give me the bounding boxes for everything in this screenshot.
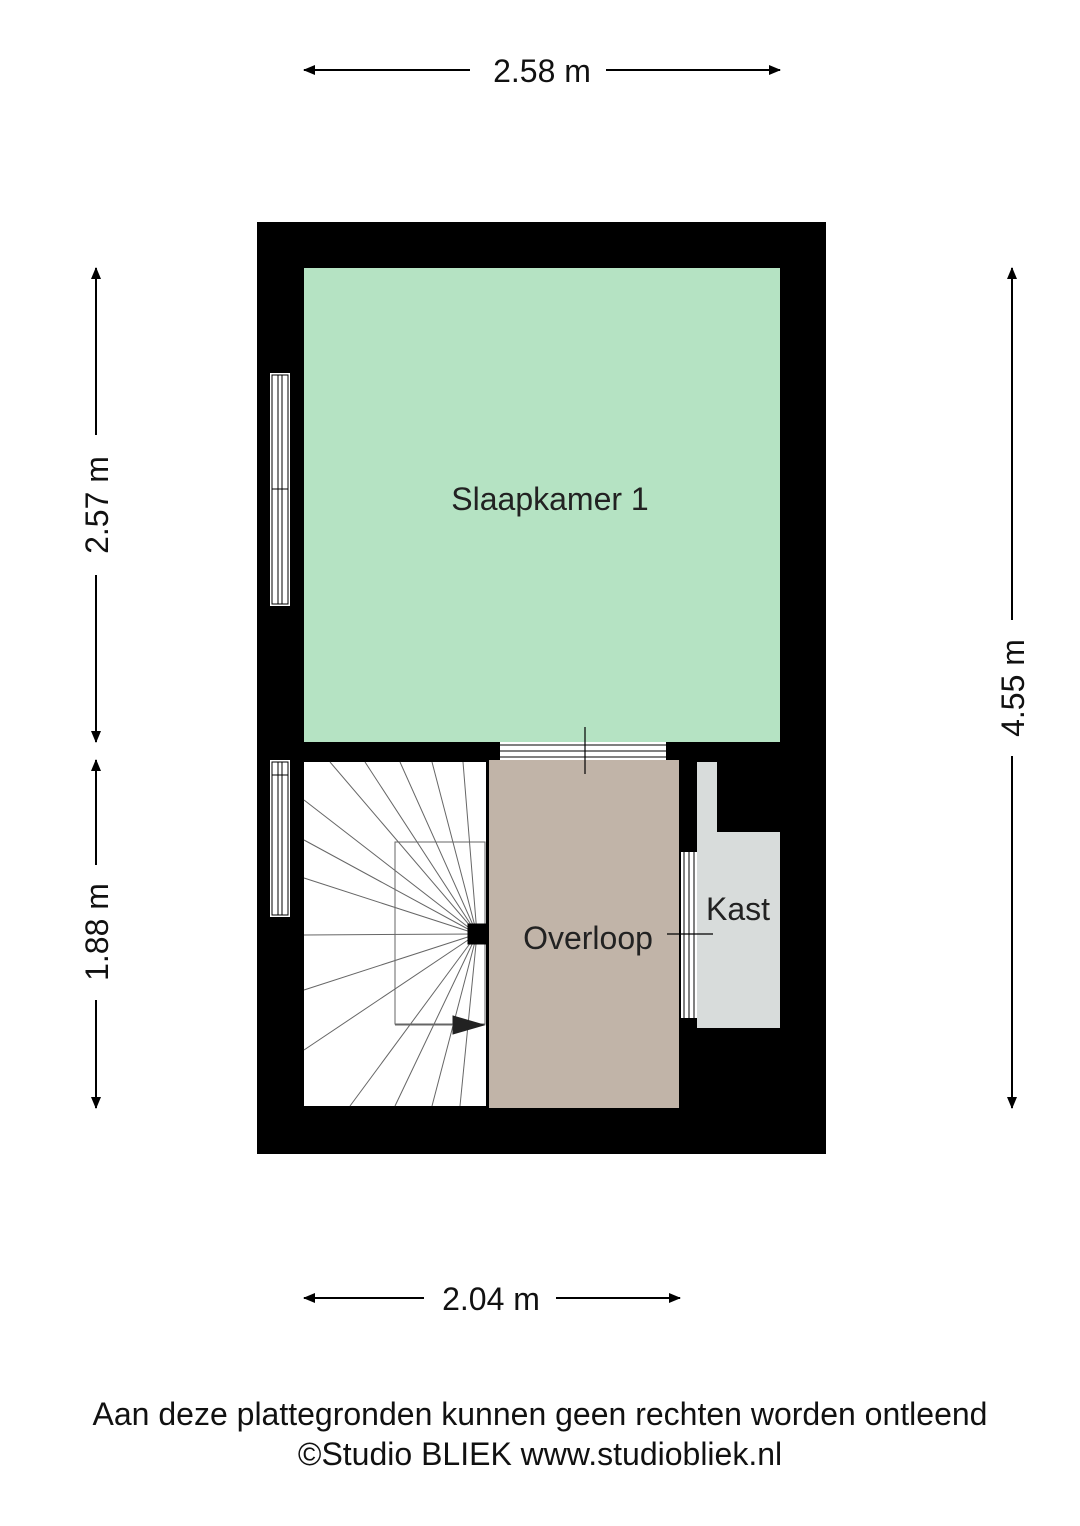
door-bedroom <box>500 727 666 774</box>
door-closet <box>667 852 713 1018</box>
room-label-closet: Kast <box>706 891 770 927</box>
staircase <box>303 761 488 1107</box>
room-label-bedroom: Slaapkamer 1 <box>451 481 648 517</box>
dimension-left-lower: 1.88 m <box>79 759 115 1109</box>
dimension-bottom: 2.04 m <box>303 1281 681 1317</box>
dimension-bottom-label: 2.04 m <box>442 1281 540 1317</box>
closet-floor <box>697 762 780 1028</box>
dimension-top: 2.58 m <box>303 53 781 89</box>
dimension-left-upper-label: 2.57 m <box>79 456 115 554</box>
window-left-lower <box>270 760 290 917</box>
dimension-right: 4.55 m <box>995 267 1031 1109</box>
credit-text: ©Studio BLIEK www.studiobliek.nl <box>297 1436 783 1472</box>
dimension-top-label: 2.58 m <box>493 53 591 89</box>
dimension-right-label: 4.55 m <box>995 639 1031 737</box>
dimension-left-upper: 2.57 m <box>79 267 115 743</box>
window-left-upper <box>270 373 290 606</box>
landing-floor <box>489 760 679 1108</box>
room-label-landing: Overloop <box>523 920 653 956</box>
disclaimer-text: Aan deze plattegronden kunnen geen recht… <box>92 1396 988 1432</box>
bedroom-floor <box>304 268 780 742</box>
dimension-left-lower-label: 1.88 m <box>79 883 115 981</box>
